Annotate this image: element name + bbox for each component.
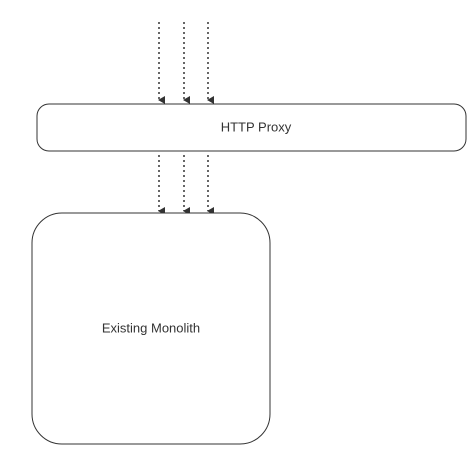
http-proxy-label: HTTP Proxy	[221, 119, 292, 134]
incoming-arrows	[158, 22, 214, 104]
http-proxy-box	[36, 103, 467, 152]
forwarded-arrows	[158, 155, 214, 215]
monolith-box	[31, 212, 271, 445]
http-proxy-node: HTTP Proxy	[36, 103, 467, 152]
monolith-label: Existing Monolith	[102, 320, 200, 335]
monolith-node: Existing Monolith	[31, 212, 271, 445]
